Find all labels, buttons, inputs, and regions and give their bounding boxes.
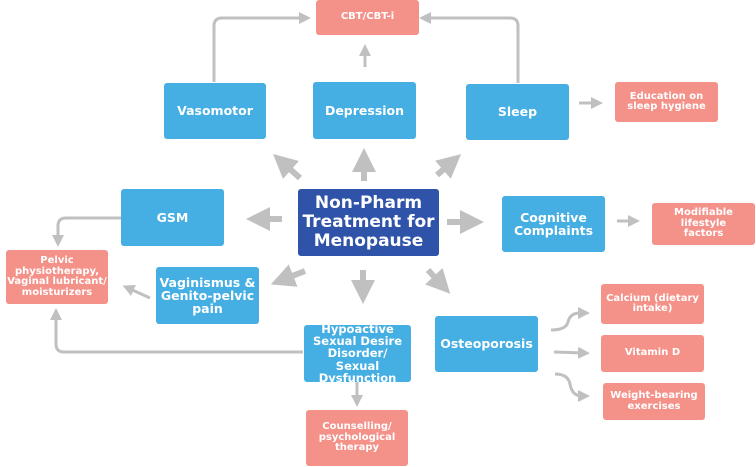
- node-pelvic: Pelvic physiotherapy, Vaginal lubricant/…: [6, 250, 108, 304]
- arrow-vasomotor-to-cbt: [212, 12, 311, 82]
- lifestyle-label: Modifiable lifestyle factors: [674, 207, 733, 240]
- arrow-vaginismus-to-pelvic: [122, 285, 151, 300]
- arrow-to-osteoporosis: [425, 267, 451, 294]
- node-counselling: Counselling/ psychological therapy: [306, 410, 408, 466]
- node-gsm: GSM: [121, 189, 224, 246]
- node-vaginismus: Vaginismus & Genito-pelvic pain: [156, 267, 259, 324]
- vitamin-d-label: Vitamin D: [624, 347, 681, 359]
- cbt-label: CBT/CBT-i: [340, 11, 395, 23]
- node-cognitive: Cognitive Complaints: [502, 196, 605, 252]
- arrow-osteo-to-weight: [554, 372, 590, 402]
- sleep-label: Sleep: [497, 104, 538, 120]
- arrow-to-sleep: [435, 154, 462, 179]
- calcium-label: Calcium (dietary intake): [606, 292, 699, 314]
- arrow-osteo-to-calcium: [550, 307, 590, 332]
- node-sleep-hygiene: Education on sleep hygiene: [615, 82, 718, 122]
- node-osteoporosis: Osteoporosis: [435, 316, 538, 372]
- sleep-hygiene-label: Education on sleep hygiene: [627, 90, 706, 112]
- vasomotor-label: Vasomotor: [177, 103, 253, 119]
- node-vitamin-d: Vitamin D: [601, 335, 704, 372]
- node-weight-bearing: Weight-bearing exercises: [603, 383, 705, 420]
- arrow-to-vasomotor: [273, 154, 302, 181]
- pelvic-label: Pelvic physiotherapy, Vaginal lubricant/…: [7, 255, 107, 298]
- counselling-label: Counselling/ psychological therapy: [318, 421, 396, 454]
- hsdd-label: Hypoactive Sexual Desire Disorder/ Sexua…: [313, 322, 402, 385]
- node-depression: Depression: [313, 82, 416, 139]
- node-hsdd: Hypoactive Sexual Desire Disorder/ Sexua…: [304, 322, 411, 385]
- center-node: Non-Pharm Treatment for Menopause: [298, 189, 439, 256]
- node-calcium: Calcium (dietary intake): [601, 284, 704, 324]
- node-vasomotor: Vasomotor: [164, 83, 266, 139]
- node-lifestyle: Modifiable lifestyle factors: [652, 203, 755, 245]
- arrow-sleep-to-cbt: [419, 12, 520, 83]
- arrow-to-vaginismus: [270, 264, 307, 287]
- osteoporosis-label: Osteoporosis: [440, 336, 533, 352]
- vaginismus-label: Vaginismus & Genito-pelvic pain: [159, 274, 256, 317]
- gsm-label: GSM: [156, 209, 189, 225]
- arrow-hsdd-to-pelvic: [50, 308, 303, 354]
- center-label: Non-Pharm Treatment for Menopause: [302, 193, 435, 251]
- arrow-gsm-to-pelvic: [52, 216, 122, 247]
- arrow-osteo-to-vitamin-d: [553, 346, 590, 359]
- node-sleep: Sleep: [466, 84, 569, 140]
- weight-bearing-label: Weight-bearing exercises: [610, 390, 698, 412]
- cognitive-label: Cognitive Complaints: [513, 209, 594, 238]
- depression-label: Depression: [324, 102, 405, 118]
- node-cbt: CBT/CBT-i: [316, 0, 419, 35]
